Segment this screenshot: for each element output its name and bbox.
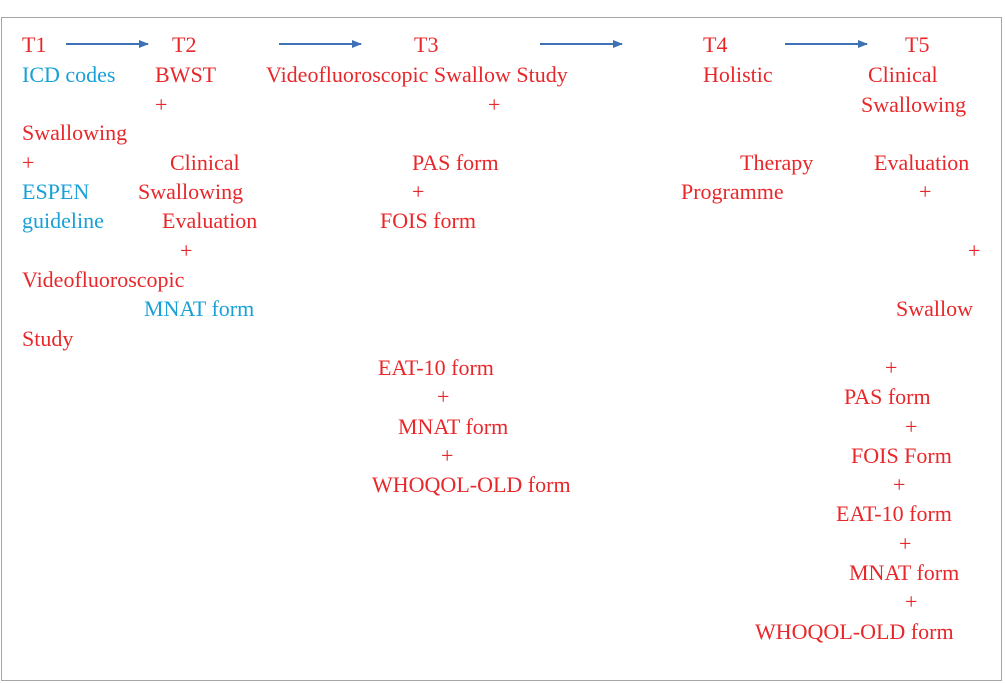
t1-icd-codes: ICD codes	[22, 62, 116, 87]
t3-plus-2: +	[412, 179, 425, 204]
t3-whoqol-form: WHOQOL-OLD form	[372, 472, 571, 497]
t1-header: T1	[22, 32, 47, 57]
diagram-frame	[1, 17, 1002, 681]
t5-whoqol-form: WHOQOL-OLD form	[755, 619, 954, 644]
t3-plus-4: +	[441, 443, 454, 468]
t2-mnat-form: MNAT form	[144, 296, 255, 321]
t5-plus-6: +	[899, 531, 912, 556]
t3-plus-3: +	[437, 384, 450, 409]
t3-header: T3	[414, 32, 439, 57]
t4-header: T4	[703, 32, 728, 57]
t4-therapy: Therapy	[740, 150, 814, 175]
t3-pas-form: PAS form	[412, 150, 499, 175]
t5-eat10-form: EAT-10 form	[836, 501, 952, 526]
t2-swallowing: Swallowing	[138, 179, 244, 204]
t5-plus-4: +	[905, 414, 918, 439]
t3-plus-1: +	[488, 92, 501, 117]
t1-guideline: guideline	[22, 208, 104, 233]
t5-header: T5	[905, 32, 930, 57]
t1-swallowing: Swallowing	[22, 120, 128, 145]
t2-study: Study	[22, 326, 74, 351]
t4-holistic: Holistic	[703, 62, 773, 87]
t3-eat10-form: EAT-10 form	[378, 355, 494, 380]
t1-plus: +	[22, 150, 35, 175]
t2-evaluation: Evaluation	[162, 208, 258, 233]
t2-videofluoroscopic: Videofluoroscopic	[22, 267, 185, 292]
t1-espen: ESPEN	[22, 179, 90, 204]
t5-plus-5: +	[893, 472, 906, 497]
t2-header: T2	[172, 32, 197, 57]
t5-plus-3: +	[885, 355, 898, 380]
t5-clinical: Clinical	[868, 62, 938, 87]
t5-swallow: Swallow	[896, 296, 973, 321]
t2-clinical: Clinical	[170, 150, 240, 175]
t5-plus-7: +	[905, 589, 918, 614]
t3-vss: Videofluoroscopic Swallow Study	[266, 62, 568, 87]
t5-mnat-form: MNAT form	[849, 560, 960, 585]
t5-pas-form: PAS form	[844, 384, 931, 409]
t2-bwst: BWST	[155, 62, 217, 87]
t5-evaluation: Evaluation	[874, 150, 970, 175]
t4-programme: Programme	[681, 179, 784, 204]
t3-fois-form: FOIS form	[380, 208, 476, 233]
t5-fois-form: FOIS Form	[851, 443, 952, 468]
t3-mnat-form: MNAT form	[398, 414, 509, 439]
t5-plus-2: +	[968, 238, 981, 263]
t5-plus-1: +	[919, 179, 932, 204]
t5-swallowing: Swallowing	[861, 92, 967, 117]
t2-plus-1: +	[155, 92, 168, 117]
t2-plus-2: +	[180, 238, 193, 263]
